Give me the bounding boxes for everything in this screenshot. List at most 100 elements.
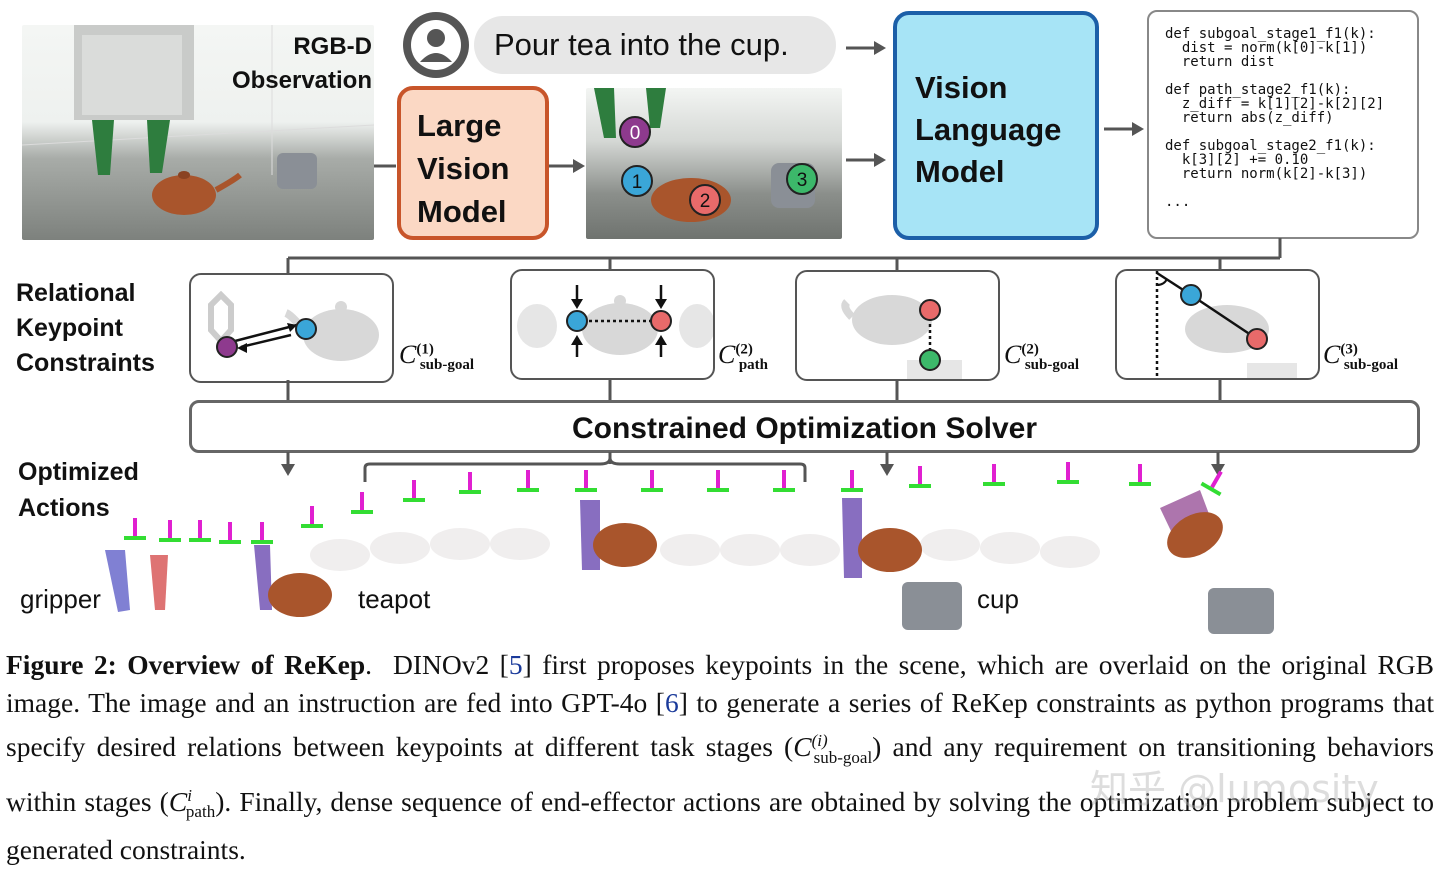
rkc-label: Relational Keypoint Constraints	[16, 279, 155, 377]
code-line: return abs(z_diff)	[1165, 110, 1334, 126]
ee-pose-marker	[124, 518, 146, 540]
caption-text-1a: DINOv2 [	[392, 649, 509, 680]
rgbd-scene-svg	[22, 25, 374, 215]
user-avatar-icon	[411, 20, 461, 70]
keypoint-3: 3	[786, 163, 818, 195]
ee-pose-marker	[517, 470, 539, 492]
vlm-label: Vision Language Model	[915, 70, 1062, 189]
code-line	[1165, 124, 1384, 138]
constraint-to-solver-lines	[286, 380, 1222, 402]
caption-figure-label: Figure 2:	[6, 649, 117, 680]
solver-label: Constrained Optimization Solver	[571, 412, 1038, 445]
ee-pose-marker	[1200, 470, 1223, 497]
constrained-optimization-solver-box: Constrained Optimization Solver	[189, 400, 1420, 453]
figure-diagram: RGB-D Observation Large Vision Model Pou…	[16, 10, 1420, 634]
teapot-label: teapot	[358, 584, 431, 614]
lvm-label: Large Vision Model	[417, 108, 510, 229]
large-vision-model-box: Large Vision Model	[397, 86, 549, 240]
citation-5[interactable]: 5	[508, 649, 523, 680]
ee-pose-marker	[351, 492, 373, 514]
watermark: 知乎 @lumosity	[1090, 767, 1379, 811]
code-line: def subgoal_stage1_f1(k):	[1165, 26, 1376, 42]
teapots	[268, 512, 1223, 617]
constraint-3-diagram	[841, 295, 962, 380]
citation-6[interactable]: 6	[664, 687, 679, 718]
caption-figure-title: Overview of ReKep	[127, 649, 366, 680]
arrow-vlm-to-code	[1104, 122, 1144, 136]
keypoint-3-label: 3	[797, 170, 808, 191]
keypoint-2-marker	[650, 310, 672, 332]
user-avatar	[403, 12, 469, 78]
caption-text-2: ] to generate a series of ReKep constrai…	[6, 687, 1434, 763]
teapot-above-cup	[858, 528, 922, 572]
teapot-pouring	[1167, 512, 1223, 558]
action-trajectory	[105, 462, 1274, 634]
constraint-1-label: C(1)sub-goal	[399, 340, 475, 374]
constraint-box-subgoal-2	[795, 270, 1000, 381]
ee-pose-marker	[189, 520, 211, 542]
cup-2	[1208, 588, 1274, 634]
keypoint-0: 0	[619, 116, 651, 148]
teapot-start	[268, 573, 332, 617]
keypoint-scene-svg: 0 1 2 3	[594, 88, 818, 222]
constraint-1-diagram	[208, 290, 379, 361]
keypoint-overlay-image: 0 1 2 3	[586, 88, 842, 239]
vision-language-model-box: Vision Language Model	[893, 11, 1099, 240]
keypoint-1-marker	[566, 310, 588, 332]
code-line: ...	[1165, 194, 1191, 210]
optimized-actions-label: Optimized Actions	[18, 458, 139, 522]
rgbd-label: RGB-D Observation	[231, 33, 372, 94]
ee-pose-marker	[459, 472, 481, 494]
constraint-2-diagram	[517, 285, 715, 357]
generated-code-box: def subgoal_stage1_f1(k): dist = norm(k[…	[1147, 10, 1419, 239]
keypoint-1-marker	[295, 318, 317, 340]
ee-pose-marker	[707, 470, 729, 492]
instruction-bubble: Pour tea into the cup.	[474, 16, 836, 74]
caption-text-1b: ] first proposes keypoints in the scene,…	[6, 649, 1435, 718]
keypoint-2-marker	[919, 299, 941, 321]
code-line: return dist	[1165, 54, 1275, 70]
cup-shape	[277, 153, 317, 189]
constraint-4-diagram	[1155, 271, 1297, 379]
math-c-path: Cipath	[168, 785, 216, 822]
constraint-box-path-2	[510, 269, 715, 380]
arrow-lvm-to-keypoints	[549, 159, 585, 173]
arrow-rgbd-to-lvm	[374, 164, 396, 168]
math-c-subgoal: C(i)sub-goal	[793, 731, 873, 767]
ee-pose-marker	[1057, 462, 1079, 484]
keypoint-1-label: 1	[632, 172, 643, 193]
ee-pose-marker	[159, 520, 181, 542]
caption-text-3: ) and any requirement on transitioning b…	[6, 731, 1435, 817]
ee-pose-marker	[251, 522, 273, 544]
constraint-box-subgoal-1	[189, 273, 394, 383]
code-line	[1165, 68, 1384, 82]
gripper-label: gripper	[20, 584, 101, 614]
ee-pose-marker	[301, 506, 323, 528]
teapot-lifted	[593, 523, 657, 567]
ee-pose-marker	[403, 480, 425, 502]
code-line: def subgoal_stage2_f1(k):	[1165, 138, 1376, 154]
keypoint-1-marker	[1180, 284, 1202, 306]
ee-pose-marker	[773, 470, 795, 492]
ee-pose-marker	[983, 464, 1005, 486]
ee-pose-marker	[909, 466, 931, 488]
end-effector-poses	[124, 462, 1223, 544]
constraint-3-label: C(2)sub-goal	[1004, 340, 1080, 374]
constraint-2-label: C(2)path	[718, 340, 769, 374]
cup-label: cup	[977, 584, 1019, 614]
instruction-text: Pour tea into the cup.	[494, 27, 789, 62]
cups	[902, 582, 1274, 634]
keypoint-2-marker	[1246, 328, 1268, 350]
ee-pose-marker	[575, 470, 597, 492]
constraint-4-label: C(3)sub-goal	[1323, 340, 1399, 374]
keypoint-0-marker	[216, 336, 238, 358]
ee-pose-marker	[1129, 464, 1151, 486]
ghost-teapots	[310, 528, 1100, 571]
code-line: k[3][2] += 0.10	[1165, 152, 1309, 168]
arrow-keypoints-to-vlm	[846, 153, 886, 167]
code-line: def path_stage2_f1(k):	[1165, 82, 1351, 98]
keypoint-0-label: 0	[630, 123, 641, 144]
teapot-shape	[152, 175, 216, 215]
gripper-finger-right	[147, 120, 170, 173]
code-line: z_diff = k[1][2]-k[2][2]	[1165, 96, 1385, 112]
